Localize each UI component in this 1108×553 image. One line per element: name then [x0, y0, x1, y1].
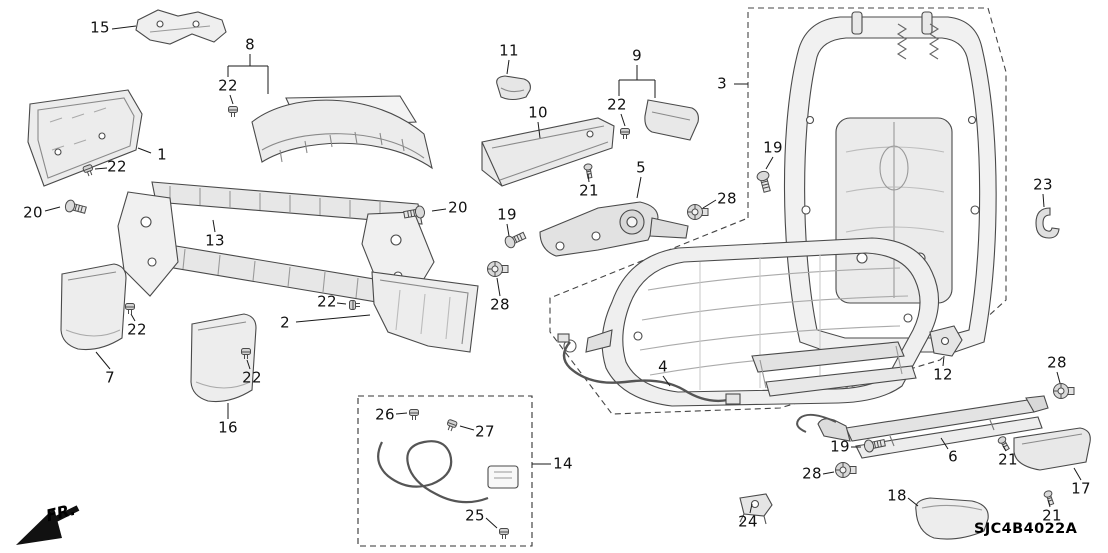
- callout-22: 22: [607, 95, 627, 114]
- callout-14: 14: [553, 454, 573, 473]
- callout-6: 6: [948, 447, 958, 466]
- callout-9: 9: [632, 46, 642, 65]
- callout-7: 7: [105, 368, 115, 387]
- part-8-rear-cover-drawing: [251, 95, 433, 170]
- part-11-cap-drawing: [496, 75, 531, 101]
- part-9-cover-drawing: [644, 99, 699, 141]
- callout-3: 3: [717, 74, 727, 93]
- part-6-seat-track-drawing: [796, 395, 1049, 459]
- callout-27: 27: [475, 422, 495, 441]
- callout-22: 22: [127, 320, 147, 339]
- callout-24: 24: [738, 512, 758, 531]
- part-23-hook-drawing: [1035, 207, 1060, 239]
- callout-18: 18: [887, 486, 907, 505]
- callout-28: 28: [490, 295, 510, 314]
- callout-4: 4: [658, 357, 668, 376]
- part-12-bracket-drawing: [929, 325, 963, 357]
- part-13-rail-assembly-drawing: [117, 181, 435, 305]
- callout-20: 20: [448, 198, 468, 217]
- leader-lines: [44, 25, 1082, 529]
- callout-21: 21: [579, 181, 599, 200]
- callout-23: 23: [1033, 175, 1053, 194]
- callout-28: 28: [717, 189, 737, 208]
- part-1-side-panel-drawing: [27, 89, 143, 187]
- diagram-part-code: SJC4B4022A: [974, 521, 1078, 537]
- callout-13: 13: [205, 231, 225, 250]
- callout-19: 19: [830, 437, 850, 456]
- callout-25: 25: [465, 506, 485, 525]
- part-3-seatback-frame-drawing: [783, 11, 997, 353]
- front-direction-arrow: [16, 505, 80, 545]
- part-16-cover-drawing: [190, 313, 257, 403]
- callout-28: 28: [1047, 353, 1067, 372]
- callout-22: 22: [317, 292, 337, 311]
- part-5-recliner-bracket-drawing: [539, 201, 689, 257]
- part-7-cover-drawing: [60, 263, 127, 351]
- callout-2: 2: [280, 313, 290, 332]
- callout-20: 20: [23, 203, 43, 222]
- seat-cushion-frame-drawing: [585, 237, 940, 407]
- callout-19: 19: [497, 205, 517, 224]
- callout-22: 22: [107, 157, 127, 176]
- callout-15: 15: [90, 18, 110, 37]
- callout-16: 16: [218, 418, 238, 437]
- part-15-bracket-drawing: [135, 9, 227, 45]
- callout-28: 28: [802, 464, 822, 483]
- callout-1: 1: [157, 145, 167, 164]
- part-18-foot-cover-drawing: [915, 497, 989, 540]
- callout-21: 21: [1042, 506, 1062, 525]
- callout-22: 22: [218, 76, 238, 95]
- part-14-harness-kit-drawing: [357, 395, 533, 547]
- callout-22: 22: [242, 368, 262, 387]
- callout-11: 11: [499, 41, 519, 60]
- callout-5: 5: [636, 158, 646, 177]
- callout-21: 21: [998, 450, 1018, 469]
- part-2-outer-cover-drawing: [371, 271, 479, 353]
- assembly-boundary-dashed: [549, 7, 1007, 415]
- part-17-track-cover-drawing: [1013, 427, 1091, 471]
- part-4-wire-harness-drawing: [557, 333, 741, 405]
- part-10-trim-rail-drawing: [481, 117, 615, 187]
- part-24-foot-bracket-drawing: [739, 493, 773, 525]
- callout-19: 19: [763, 138, 783, 157]
- callout-26: 26: [375, 405, 395, 424]
- callout-17: 17: [1071, 479, 1091, 498]
- callout-12: 12: [933, 365, 953, 384]
- callout-10: 10: [528, 103, 548, 122]
- callout-8: 8: [245, 35, 255, 54]
